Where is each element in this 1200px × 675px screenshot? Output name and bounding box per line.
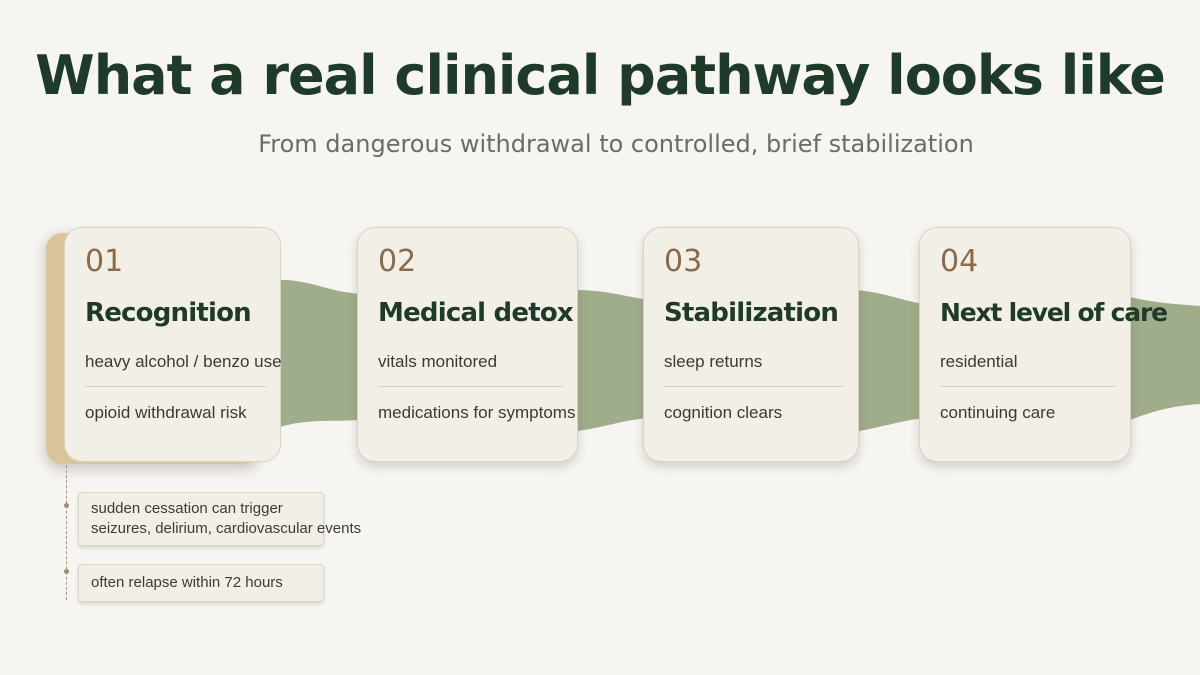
relapse-note: often relapse within 72 hours [78,564,324,602]
ribbon-segment-2 [570,290,650,432]
step-detail: heavy alcohol / benzo use [85,352,282,371]
step-detail: medications for symptoms [378,403,576,422]
divider [664,386,844,387]
step-detail: cognition clears [664,403,783,422]
step-detail: vitals monitored [378,352,498,371]
step-title: Recognition [85,298,252,328]
ribbon-segment-3 [855,290,925,432]
page-title: What a real clinical pathway looks like [35,44,1166,107]
step-detail: residential [940,352,1018,371]
warning-note: sudden cessation can trigger seizures, d… [78,492,362,546]
note-line: seizures, delirium, cardiovascular event… [91,520,362,537]
step-detail: opioid withdrawal risk [85,403,247,422]
step-card-1: 01 Recognition heavy alcohol / benzo use… [64,227,282,462]
step-title: Next level of care [940,298,1168,327]
ribbon-segment-4 [1125,296,1200,422]
divider [378,386,563,387]
step-title: Medical detox [378,298,574,328]
step-detail: sleep returns [664,352,763,371]
connector-dot [64,569,69,574]
note-line: sudden cessation can trigger [91,500,283,517]
connector-line [66,465,67,600]
step-card-2: 02 Medical detox vitals monitored medica… [357,227,578,462]
step-card-3: 03 Stabilization sleep returns cognition… [643,227,859,462]
step-number: 02 [378,244,417,279]
note-line: often relapse within 72 hours [91,574,283,591]
connector-dot [64,503,69,508]
step-number: 03 [664,244,703,279]
divider [85,386,266,387]
step-detail: continuing care [940,403,1056,422]
divider [940,386,1116,387]
step-number: 01 [85,244,124,279]
step-card-4: 04 Next level of care residential contin… [919,227,1168,462]
page-subtitle: From dangerous withdrawal to controlled,… [258,130,974,158]
step-title: Stabilization [664,298,839,328]
ribbon-segment-1 [270,279,362,430]
step-number: 04 [940,244,979,279]
